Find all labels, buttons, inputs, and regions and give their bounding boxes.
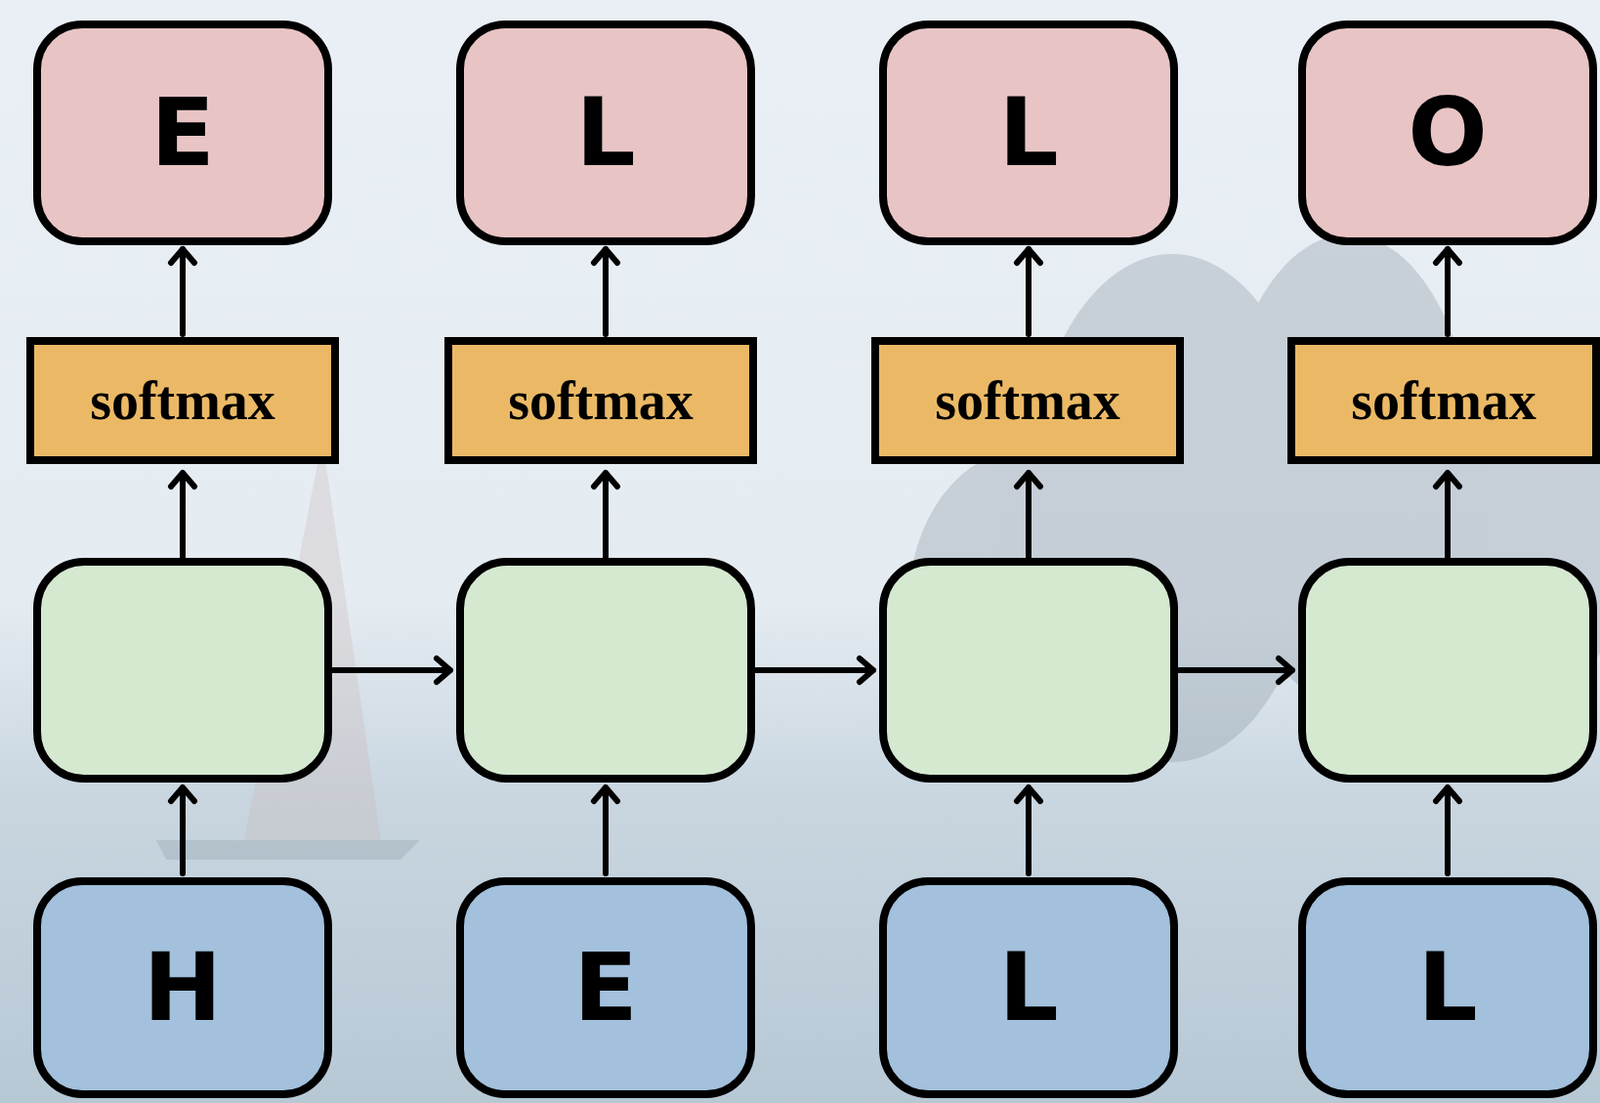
- input-arrow: [1016, 787, 1041, 874]
- softmax-box: softmax: [444, 336, 758, 464]
- output-arrow: [1016, 472, 1041, 557]
- softmax-output-arrow: [1435, 249, 1460, 335]
- recurrent-arrow: [1178, 658, 1293, 682]
- hidden-state-box: [1302, 561, 1594, 779]
- input-arrow: [593, 787, 618, 874]
- input-char-box: L: [1298, 877, 1598, 1098]
- char-label: H: [143, 940, 222, 1035]
- input-char-box: L: [879, 877, 1179, 1098]
- arrow-head: [1435, 249, 1460, 263]
- char-label: L: [998, 940, 1058, 1035]
- softmax-label: softmax: [934, 373, 1121, 428]
- arrow-head: [170, 249, 195, 263]
- char-label: E: [573, 940, 638, 1035]
- input-char-box: E: [456, 877, 756, 1098]
- hidden-state-box: [37, 561, 329, 779]
- char-label: E: [150, 85, 215, 180]
- input-char-box: H: [33, 877, 333, 1098]
- char-label: L: [1417, 940, 1477, 1035]
- softmax-label: softmax: [1350, 373, 1537, 428]
- output-char-box: L: [879, 20, 1179, 246]
- hidden-state-box: [460, 561, 752, 779]
- softmax-output-arrow: [170, 249, 195, 335]
- softmax-output-arrow: [1016, 249, 1041, 335]
- arrow-shaft: [179, 249, 186, 335]
- recurrent-arrow: [756, 658, 874, 682]
- recurrent-arrow: [333, 658, 451, 682]
- output-arrow: [170, 472, 195, 557]
- softmax-box: softmax: [1287, 336, 1600, 464]
- softmax-box: softmax: [871, 336, 1184, 464]
- char-label: O: [1407, 85, 1488, 180]
- arrow-shaft: [1444, 249, 1451, 335]
- arrow-shaft: [1025, 249, 1032, 335]
- output-char-box: O: [1298, 20, 1598, 246]
- hidden-state-box: [883, 561, 1175, 779]
- softmax-box: softmax: [26, 336, 339, 464]
- input-arrow: [1435, 787, 1460, 874]
- output-char-box: L: [456, 20, 756, 246]
- arrow-shaft: [602, 249, 609, 335]
- output-arrow: [1435, 472, 1460, 557]
- hull-shape: [156, 840, 421, 860]
- arrow-head: [1016, 249, 1041, 263]
- arrow-head: [593, 249, 618, 263]
- input-arrow: [170, 787, 195, 874]
- char-label: L: [998, 85, 1058, 180]
- output-arrow: [593, 472, 618, 557]
- char-label: L: [575, 85, 635, 180]
- softmax-output-arrow: [593, 249, 618, 335]
- softmax-label: softmax: [89, 373, 276, 428]
- softmax-label: softmax: [507, 373, 694, 428]
- output-char-box: E: [33, 20, 333, 246]
